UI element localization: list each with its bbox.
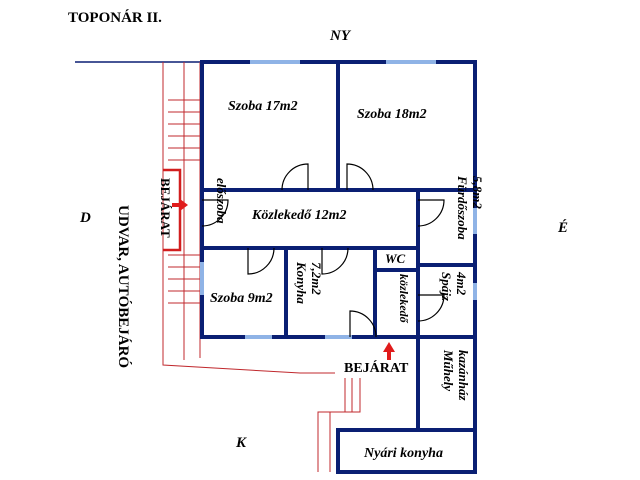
room-label-muhely: Műhelykazánház — [441, 349, 471, 402]
doors — [201, 163, 445, 338]
entrance-arrow-icons — [172, 199, 395, 360]
main-entrance-arrow-icon — [383, 342, 395, 360]
side-entrance-label: BEJÁRAT — [158, 178, 173, 238]
room-label-spajz: Spájz4m2 — [439, 271, 469, 302]
room-label-konyha: Konyha7,2m2 — [294, 261, 324, 304]
main-entrance-label: BEJÁRAT — [344, 359, 409, 376]
plan-title: TOPONÁR II. — [68, 9, 162, 26]
compass-north: NY — [329, 28, 352, 44]
room-label-nyari-konyha: Nyári konyha — [363, 446, 443, 461]
room-label-kozlekedo: Közlekedő 12m2 — [251, 208, 347, 223]
windows — [200, 60, 477, 339]
side-entrance-arrow-icon — [172, 199, 188, 211]
room-label-kozlekedo-small: közlekedő — [397, 274, 411, 324]
house-walls — [200, 60, 477, 474]
room-label-szoba-18: Szoba 18m2 — [357, 107, 427, 122]
room-label-furdoszoba: Fürdőszoba5,8m2 — [455, 175, 485, 240]
room-label-szoba-17: Szoba 17m2 — [228, 99, 298, 114]
room-label-eloszoba: előszoba — [214, 178, 229, 224]
yard-label: UDVAR, AUTÓBEJÁRÓ — [115, 205, 132, 368]
room-label-wc: WC — [385, 251, 406, 266]
compass-west: D — [79, 210, 91, 226]
yard-path-lines — [162, 62, 361, 472]
compass-south: K — [235, 435, 247, 451]
compass-east: É — [557, 219, 568, 236]
room-label-szoba-9: Szoba 9m2 — [210, 291, 273, 306]
